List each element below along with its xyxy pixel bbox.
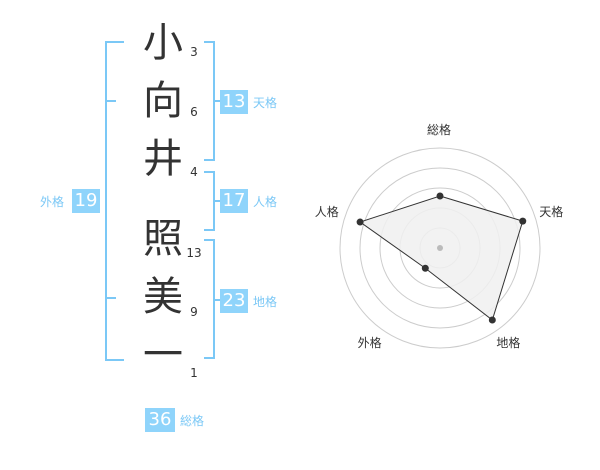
radar-point-5 — [356, 218, 364, 226]
chikaku-label: 地格 — [253, 295, 278, 309]
gaikaku-label: 外格 — [40, 195, 65, 209]
stroke-count-5: 9 — [190, 305, 198, 319]
radar-axis-label-5: 人格 — [314, 204, 339, 219]
tenkaku-label: 天格 — [253, 96, 278, 110]
jinkaku-label: 人格 — [253, 195, 278, 209]
radar-point-4 — [421, 264, 429, 272]
radar-ring — [339, 147, 541, 349]
soukaku-badge: 36 — [145, 408, 175, 432]
soukaku-label: 総格 — [180, 414, 205, 428]
radar-axis-label-1: 総格 — [427, 123, 452, 137]
radar-axis-label-3: 地格 — [496, 336, 521, 351]
name-char-6: 一 — [143, 332, 183, 378]
stroke-count-3: 4 — [190, 165, 198, 179]
radar-center-dot — [437, 245, 443, 251]
stroke-count-1: 3 — [190, 45, 198, 59]
radar-point-3 — [488, 316, 496, 324]
radar-point-2 — [519, 217, 527, 225]
stroke-count-2: 6 — [190, 105, 198, 119]
radar-axis-label-4: 外格 — [357, 336, 382, 351]
name-char-3: 井 — [143, 136, 183, 182]
stroke-count-6: 1 — [190, 366, 198, 380]
stroke-count-4: 13 — [186, 246, 202, 260]
gaikaku-badge: 19 — [72, 189, 100, 213]
name-char-1: 小 — [143, 20, 183, 66]
radar-axis-label-2: 天格 — [539, 204, 564, 219]
name-char-2: 向 — [143, 78, 183, 124]
name-char-5: 美 — [143, 274, 183, 320]
gaikaku-bracket — [105, 41, 124, 361]
radar-ring — [359, 167, 521, 329]
jinkaku-badge: 17 — [220, 189, 248, 213]
tenkaku-badge: 13 — [220, 90, 248, 114]
chikaku-badge: 23 — [220, 289, 248, 313]
radar-point-1 — [436, 192, 444, 200]
name-char-4: 照 — [143, 216, 183, 262]
radar-polygon — [359, 195, 524, 321]
